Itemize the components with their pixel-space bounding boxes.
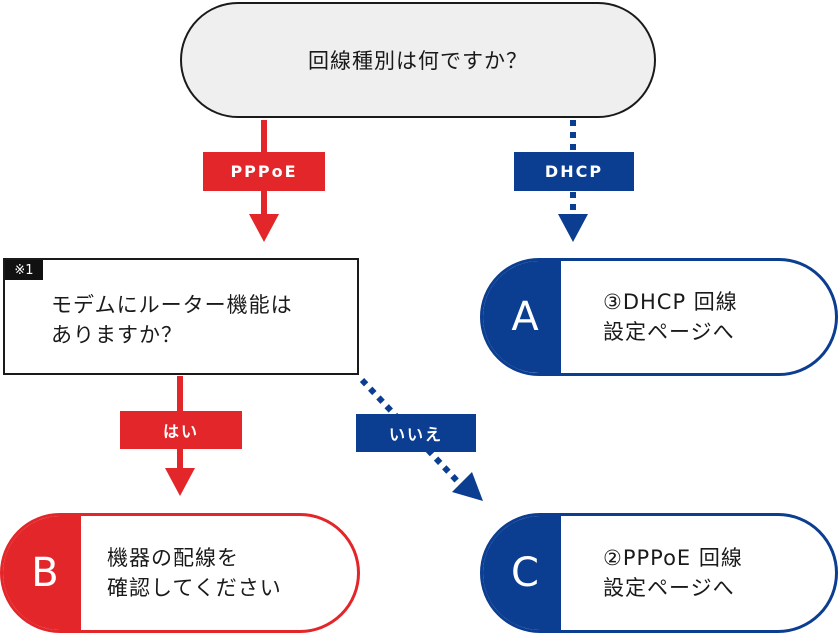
decision-text-line2: ありますか？ [51,323,183,347]
pppoe-arrowhead [249,214,279,242]
result-c-label: ②PPPoE 回線 設定ページへ [561,516,743,630]
result-c-node[interactable]: C ②PPPoE 回線 設定ページへ [480,513,838,633]
no-arrowhead [452,472,483,501]
yes-arrowhead [165,468,195,496]
result-b-badge: B [3,516,81,630]
decision-text: モデムにルーター機能は ありますか？ [51,290,293,350]
no-branch-label: いいえ [356,414,476,452]
result-b-label: 機器の配線を 確認してください [81,516,282,630]
result-a-badge: A [483,261,561,373]
footnote-marker: ※1 [5,260,43,280]
result-b-node[interactable]: B 機器の配線を 確認してください [0,513,360,633]
result-a-line2: 設定ページへ [603,320,735,344]
yes-branch-label: はい [120,411,242,449]
result-a-line1: ③DHCP 回線 [603,290,738,314]
result-c-badge: C [483,516,561,630]
result-a-label: ③DHCP 回線 設定ページへ [561,261,738,373]
decision-text-line1: モデムにルーター機能は [51,293,293,317]
start-question-text: 回線種別は何ですか？ [308,49,528,73]
pppoe-branch-label: PPPoE [203,152,325,191]
result-c-line1: ②PPPoE 回線 [603,546,743,570]
start-question-node: 回線種別は何ですか？ [180,2,656,118]
router-function-decision-node: ※1 モデムにルーター機能は ありますか？ [3,258,359,375]
result-b-line2: 確認してください [107,576,282,600]
dhcp-arrowhead [558,214,588,242]
dhcp-branch-label: DHCP [514,152,634,191]
result-c-line2: 設定ページへ [603,576,735,600]
result-b-line1: 機器の配線を [107,546,239,570]
result-a-node[interactable]: A ③DHCP 回線 設定ページへ [480,258,838,376]
